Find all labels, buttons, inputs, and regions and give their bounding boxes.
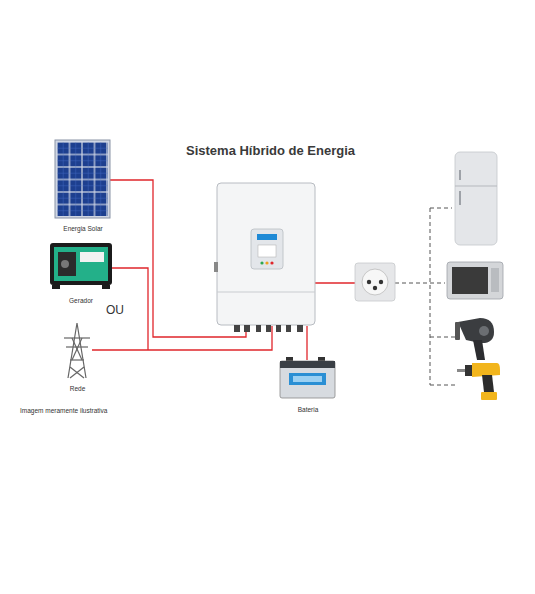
or-label: OU <box>106 303 124 317</box>
wall-outlet <box>355 263 395 301</box>
refrigerator <box>455 152 497 245</box>
microwave <box>447 262 503 299</box>
generator-source: Gerador <box>45 238 117 304</box>
battery <box>280 357 335 398</box>
node-label: Bateria <box>298 406 319 413</box>
generator <box>50 243 112 289</box>
hair-dryer <box>455 318 494 360</box>
hybrid-inverter <box>214 183 315 332</box>
disclaimer-note: Imagem meramente ilustrativa <box>20 407 107 414</box>
diagram-title: Sistema Híbrido de Energia <box>186 143 355 158</box>
power-drill <box>457 363 500 400</box>
solar-panel <box>55 140 110 218</box>
node-label: Gerador <box>69 297 93 304</box>
solar-source: Energia Solar <box>50 138 116 232</box>
battery-storage: Bateria <box>278 355 338 413</box>
grid-source: Rede <box>55 320 100 392</box>
node-label: Energia Solar <box>63 225 102 232</box>
power-wires <box>92 180 356 360</box>
power-pylon <box>64 323 90 378</box>
node-label: Rede <box>70 385 86 392</box>
